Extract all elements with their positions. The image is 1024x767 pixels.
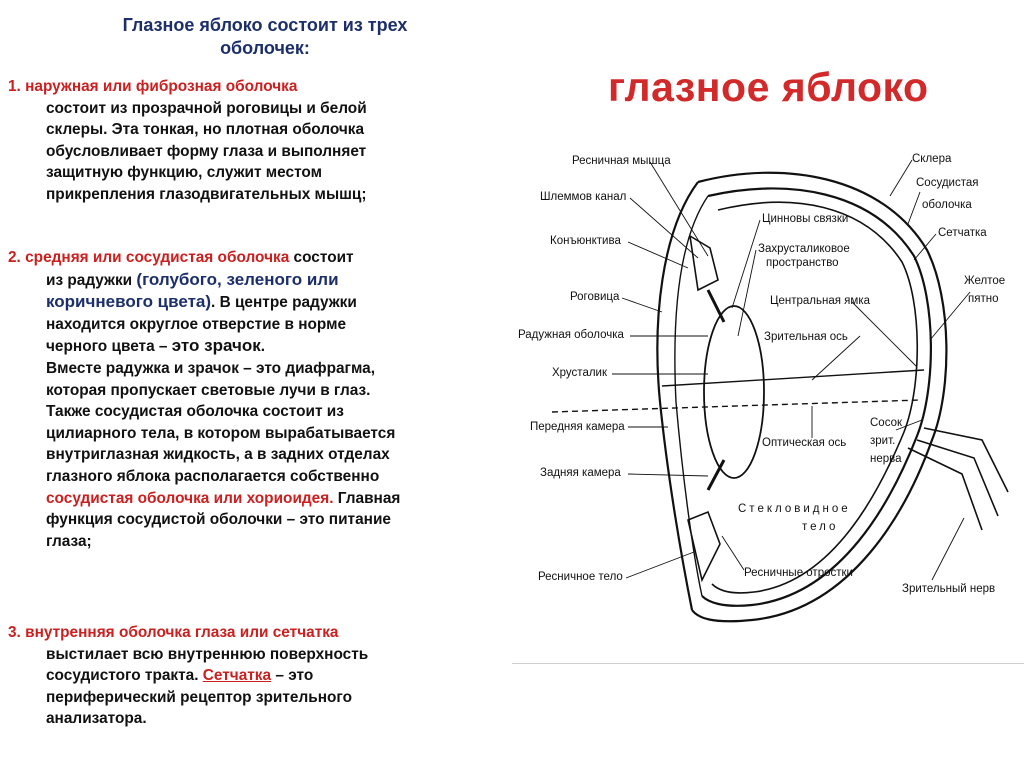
text-column: Глазное яблоко состоит из трех оболочек:… bbox=[8, 14, 510, 730]
label-disc-3: нерва bbox=[870, 453, 902, 465]
vascular-line-9: цилиарного тела, в котором вырабатываетс… bbox=[46, 424, 396, 442]
eyeball-title: глазное яблоко bbox=[608, 64, 929, 110]
choroid-outline bbox=[701, 187, 932, 607]
fibrous-lead: 1. наружная или фиброзная оболочка bbox=[8, 78, 298, 95]
vascular-line-5c: . bbox=[260, 338, 266, 356]
vascular-line-11: глазного яблока располагается собственно bbox=[46, 467, 380, 485]
retina-line-2: выстилает всю внутреннюю поверхность bbox=[46, 645, 369, 663]
heading-line-1: Глазное яблоко состоит из трех bbox=[122, 15, 408, 35]
label-retina: Сетчатка bbox=[938, 227, 987, 239]
fibrous-line-2: склеры. Эта тонкая, но плотная оболочка bbox=[46, 121, 365, 139]
label-lens: Хрусталик bbox=[552, 367, 608, 379]
vascular-line-6: Вместе радужка и зрачок – это диафрагма, bbox=[46, 359, 375, 377]
retina-line-3a: сосудистого тракта. bbox=[46, 667, 203, 685]
label-macula-2: пятно bbox=[968, 293, 998, 305]
retina-line-4: периферический рецептор зрительного bbox=[46, 688, 353, 706]
vascular-line-7: которая пропускает световые лучи в глаз. bbox=[46, 381, 371, 399]
label-cornea: Роговица bbox=[570, 291, 620, 303]
retina-line-5: анализатора. bbox=[46, 710, 147, 728]
fibrous-line-1: состоит из прозрачной роговицы и белой bbox=[46, 99, 367, 117]
retina-outline bbox=[711, 201, 919, 594]
label-optical-axis: Оптическая ось bbox=[762, 437, 846, 449]
heading-line-2: оболочек: bbox=[220, 38, 310, 58]
label-vitreous-1: Стекловидное bbox=[738, 503, 851, 515]
vascular-line-13: функция сосудистой оболочки – это питани… bbox=[46, 511, 391, 529]
label-disc-2: зрит. bbox=[870, 435, 895, 447]
optic-nerve bbox=[907, 427, 1009, 531]
label-macula-1: Желтое bbox=[964, 275, 1005, 287]
label-sclera: Склера bbox=[912, 153, 952, 165]
vascular-lead-tail: состоит bbox=[289, 249, 354, 266]
label-visual-axis: Зрительная ось bbox=[764, 331, 848, 343]
label-iris: Радужная оболочка bbox=[518, 329, 625, 341]
page-heading: Глазное яблоко состоит из трех оболочек: bbox=[40, 14, 490, 60]
label-conjunctiva: Конъюнктива bbox=[550, 235, 621, 247]
retina-lead: 3. внутренняя оболочка глаза или сетчатк… bbox=[8, 624, 339, 641]
label-retrolental-1: Захрусталиковое bbox=[758, 243, 850, 255]
divider-line bbox=[512, 663, 1024, 664]
retina-line-3c: – это bbox=[271, 667, 314, 685]
optical-axis-line bbox=[551, 399, 921, 413]
vascular-line-2a: из радужки bbox=[46, 271, 137, 289]
label-schlemm-canal: Шлеммов канал bbox=[540, 191, 626, 203]
label-zinn-ligaments: Цинновы связки bbox=[762, 213, 848, 225]
label-ciliary-body: Ресничное тело bbox=[538, 571, 623, 583]
label-ciliary-processes: Ресничные отростки bbox=[744, 567, 853, 579]
visual-axis-line bbox=[661, 369, 925, 387]
vascular-line-2b: (голубого, зеленого или bbox=[136, 269, 339, 289]
label-posterior-chamber: Задняя камера bbox=[540, 467, 621, 479]
eyeball-diagram: Ресничная мышца Шлеммов канал Конъюнктив… bbox=[518, 153, 1009, 623]
label-optic-nerve: Зрительный нерв bbox=[902, 583, 995, 595]
vascular-line-5b: это зрачок bbox=[171, 336, 261, 356]
vascular-line-12b: Главная bbox=[333, 489, 401, 507]
retina-link[interactable]: Сетчатка bbox=[202, 667, 272, 685]
paragraph-retina: 3. внутренняя оболочка глаза или сетчатк… bbox=[8, 622, 510, 730]
paragraph-fibrous: 1. наружная или фиброзная оболочка состо… bbox=[8, 76, 510, 206]
label-retrolental-2: пространство bbox=[766, 257, 839, 269]
label-fovea: Центральная ямка bbox=[770, 295, 871, 307]
fibrous-line-4: защитную функцию, служит местом bbox=[46, 164, 322, 182]
vascular-line-10: внутриглазная жидкость, а в задних отдел… bbox=[46, 446, 390, 464]
vascular-line-4: находится округлое отверстие в норме bbox=[46, 315, 347, 333]
vascular-line-5a: черного цвета – bbox=[46, 338, 172, 356]
fibrous-line-5: прикрепления глазодвигательных мышц; bbox=[46, 185, 367, 203]
label-disc-1: Сосок bbox=[870, 417, 903, 429]
label-anterior-chamber: Передняя камера bbox=[530, 421, 625, 433]
vascular-line-14: глаза; bbox=[46, 532, 92, 550]
vascular-lead: 2. средняя или сосудистая оболочка bbox=[8, 249, 290, 266]
vascular-line-8: Также сосудистая оболочка состоит из bbox=[46, 403, 344, 421]
iris-shape bbox=[706, 289, 726, 491]
label-choroid-2: оболочка bbox=[922, 199, 972, 211]
label-vitreous-2: тело bbox=[802, 521, 838, 533]
sclera-outline bbox=[691, 171, 948, 623]
label-ciliary-muscle: Ресничная мышца bbox=[572, 155, 671, 167]
vascular-line-12a: сосудистая оболочка или хориоидея. bbox=[46, 489, 334, 507]
ciliary-body bbox=[687, 510, 721, 583]
paragraph-vascular: 2. средняя или сосудистая оболочка состо… bbox=[8, 247, 510, 552]
fibrous-line-3: обусловливает форму глаза и выполняет bbox=[46, 142, 367, 160]
lens-shape bbox=[703, 305, 765, 479]
vascular-line-3b: . В центре радужки bbox=[211, 294, 357, 312]
vascular-line-3a: коричневого цвета) bbox=[46, 292, 212, 312]
label-choroid-1: Сосудистая bbox=[916, 177, 978, 189]
